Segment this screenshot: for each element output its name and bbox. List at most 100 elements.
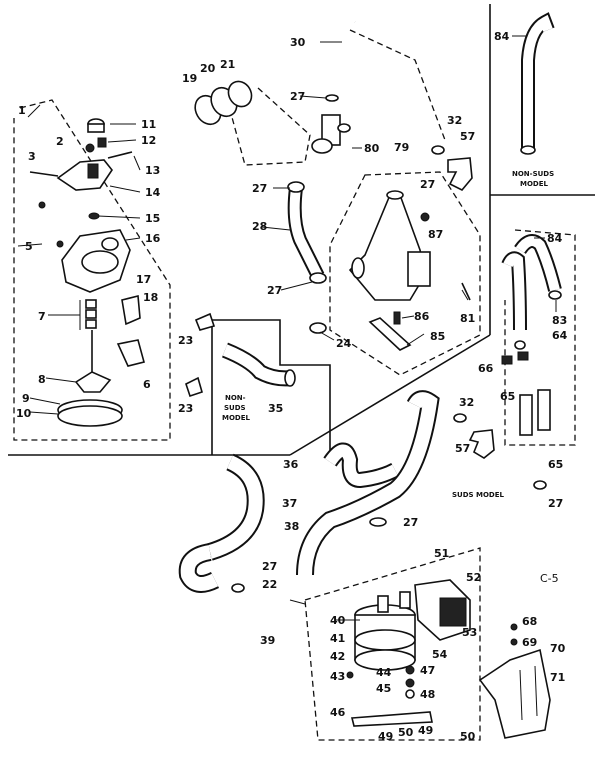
callout-44: 44 (376, 666, 392, 679)
callout-53: 53 (462, 626, 477, 639)
callout-32a: 32 (447, 114, 462, 127)
agitator-cam-assembly (29, 118, 145, 427)
callout-27b: 27 (252, 182, 267, 195)
callout-9: 9 (22, 392, 30, 405)
callout-48: 48 (420, 688, 435, 701)
hose-38 (296, 390, 440, 576)
lower-pump-assembly (346, 579, 471, 727)
callout-43: 43 (330, 670, 345, 683)
callout-5: 5 (25, 240, 33, 253)
note-non-suds-mid-2: SUDS (224, 404, 246, 412)
callout-50a: 50 (398, 726, 414, 739)
callout-42: 42 (330, 650, 345, 663)
callout-80: 80 (364, 142, 380, 155)
callout-6: 6 (143, 378, 151, 391)
callout-22: 22 (262, 578, 277, 591)
callout-27c: 27 (267, 284, 282, 297)
page-code: C-5 (540, 572, 559, 585)
callout-49b: 49 (418, 724, 433, 737)
note-non-suds-mid-1: NON- (225, 394, 246, 402)
callout-40: 40 (330, 614, 346, 627)
callout-20: 20 (200, 62, 216, 75)
callout-19: 19 (182, 72, 197, 85)
callout-37: 37 (282, 497, 297, 510)
callout-17: 17 (136, 273, 151, 286)
callout-57a: 57 (460, 130, 475, 143)
hose-35 (221, 342, 296, 387)
callout-68: 68 (522, 615, 537, 628)
callout-85: 85 (430, 330, 445, 343)
callout-79: 79 (394, 141, 409, 154)
callout-1: 1 (18, 104, 26, 117)
hose-37 (178, 453, 265, 593)
callout-numbers: 1 11 2 12 3 13 14 15 16 5 17 18 7 6 8 9 … (16, 30, 568, 743)
callout-87: 87 (428, 228, 443, 241)
leader-lines (17, 35, 557, 621)
callout-65a: 65 (500, 390, 515, 403)
clamps-23 (185, 312, 216, 398)
callout-35: 35 (268, 402, 283, 415)
callout-54: 54 (432, 648, 448, 661)
callout-64: 64 (552, 329, 568, 342)
callout-81: 81 (460, 312, 475, 325)
suds-hoses (501, 234, 562, 490)
divider-lines (8, 4, 595, 456)
callout-21: 21 (220, 58, 235, 71)
elbow-fittings (431, 145, 495, 459)
callout-24: 24 (336, 337, 352, 350)
callout-2: 2 (56, 135, 64, 148)
callout-23b: 23 (178, 402, 193, 415)
callout-41: 41 (330, 632, 345, 645)
note-non-suds-mid-3: MODEL (222, 414, 251, 422)
callout-30: 30 (290, 36, 306, 49)
model-notes: NON-SUDS MODEL NON- SUDS MODEL SUDS MODE… (222, 170, 559, 585)
callout-15: 15 (145, 212, 160, 225)
group-outlines (13, 29, 576, 741)
callout-12: 12 (141, 134, 156, 147)
callout-51: 51 (434, 547, 449, 560)
callout-70: 70 (550, 642, 566, 655)
callout-47: 47 (420, 664, 435, 677)
callout-39: 39 (260, 634, 275, 647)
callout-11: 11 (141, 118, 156, 131)
callout-84a: 84 (494, 30, 510, 43)
callout-27d: 27 (420, 178, 435, 191)
callout-27g: 27 (548, 497, 563, 510)
pump-assembly (348, 190, 471, 351)
callout-23a: 23 (178, 334, 193, 347)
callout-69: 69 (522, 636, 537, 649)
callout-38: 38 (284, 520, 299, 533)
callout-45: 45 (376, 682, 391, 695)
callout-32b: 32 (459, 396, 474, 409)
callout-10: 10 (16, 407, 32, 420)
mounting-bracket (478, 623, 551, 739)
callout-13: 13 (145, 164, 160, 177)
callout-46: 46 (330, 706, 346, 719)
callout-71: 71 (550, 671, 565, 684)
upper-hoses (287, 12, 357, 334)
callout-50b: 50 (460, 730, 476, 743)
callout-86: 86 (414, 310, 430, 323)
seal-rings (194, 80, 253, 126)
callout-7: 7 (38, 310, 46, 323)
note-suds-model: SUDS MODEL (452, 491, 505, 499)
callout-49a: 49 (378, 730, 393, 743)
drain-hose-non-suds (520, 12, 555, 155)
callout-14: 14 (145, 186, 161, 199)
callout-36: 36 (283, 458, 299, 471)
callout-18: 18 (143, 291, 158, 304)
callout-27e: 27 (403, 516, 418, 529)
callout-16: 16 (145, 232, 161, 245)
note-non-suds-top-2: MODEL (520, 180, 549, 188)
callout-57b: 57 (455, 442, 470, 455)
callout-8: 8 (38, 373, 46, 386)
callout-27f: 27 (262, 560, 277, 573)
hose-36 (323, 442, 399, 489)
callout-28: 28 (252, 220, 267, 233)
callout-27a: 27 (290, 90, 305, 103)
callout-84b: 84 (547, 232, 563, 245)
note-non-suds-top-1: NON-SUDS (512, 170, 554, 178)
callout-66: 66 (478, 362, 494, 375)
callout-83: 83 (552, 314, 567, 327)
